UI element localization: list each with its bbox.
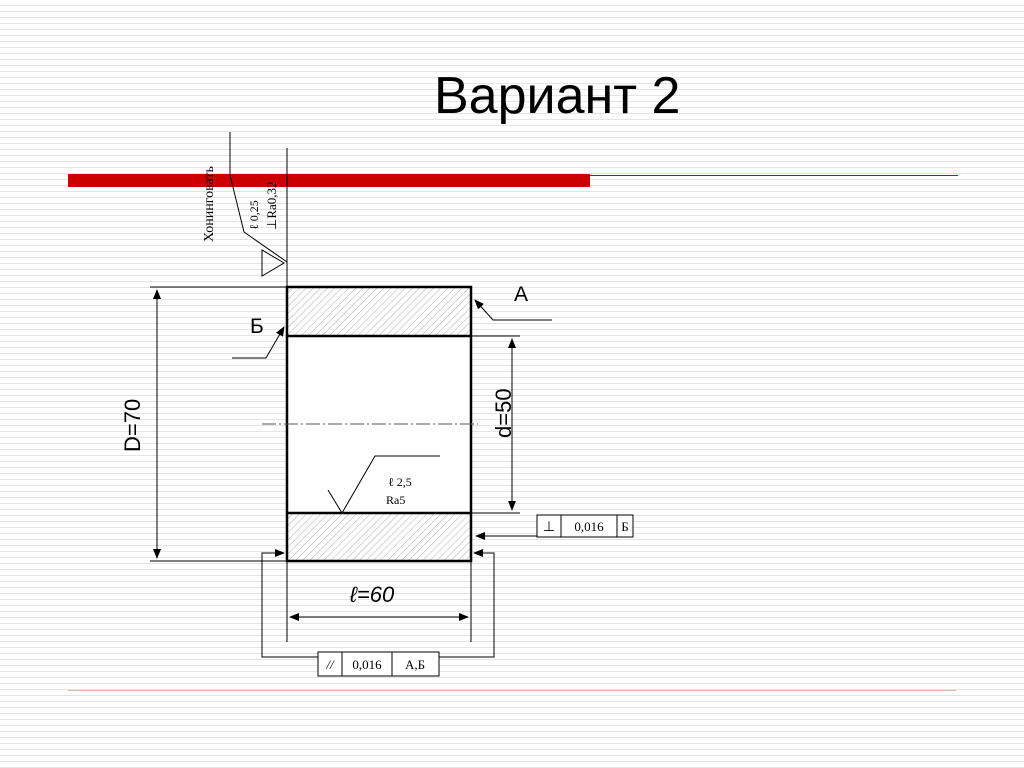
slide-title: Вариант 2 — [434, 67, 681, 125]
honing-leader — [229, 132, 288, 263]
footer-divider — [68, 690, 956, 691]
parallelism-datum: А,Б — [405, 657, 425, 672]
top-roughness-triangle — [261, 249, 285, 277]
parallelism-tolerance: 0,016 — [352, 657, 382, 672]
perpendicularity-symbol: ⊥ — [543, 520, 555, 535]
honing-note: Хонинговать — [202, 166, 217, 242]
datum-b-label: Б — [250, 315, 264, 338]
datum-b-leader — [232, 326, 285, 359]
outer-diameter-label: D=70 — [120, 399, 145, 452]
parallelism-leader-right — [439, 549, 495, 658]
length-label: ℓ=60 — [349, 582, 395, 607]
parallelism-leader-left — [261, 549, 318, 658]
title-accent-bar — [68, 174, 590, 187]
datum-a-label: А — [514, 283, 528, 306]
parallelism-frame — [317, 651, 440, 677]
perpendicularity-datum: Б — [621, 519, 628, 534]
bore-roughness-sign — [327, 455, 440, 514]
bore-roughness-l: ℓ 2,5 — [388, 475, 412, 489]
parallelism-symbol: // — [325, 657, 335, 672]
perpendicularity-tolerance: 0,016 — [574, 519, 604, 534]
title-accent-line — [590, 175, 958, 176]
bore-roughness-ra: Ra5 — [386, 493, 405, 507]
datum-a-leader — [474, 299, 552, 321]
top-roughness-ra: ⊥Rа0,32 — [264, 181, 279, 230]
top-wall-hatch — [287, 287, 471, 336]
bottom-wall-hatch — [287, 513, 471, 561]
inner-diameter-label: d=50 — [491, 388, 516, 438]
top-roughness-l: ℓ 0,25 — [247, 200, 261, 230]
